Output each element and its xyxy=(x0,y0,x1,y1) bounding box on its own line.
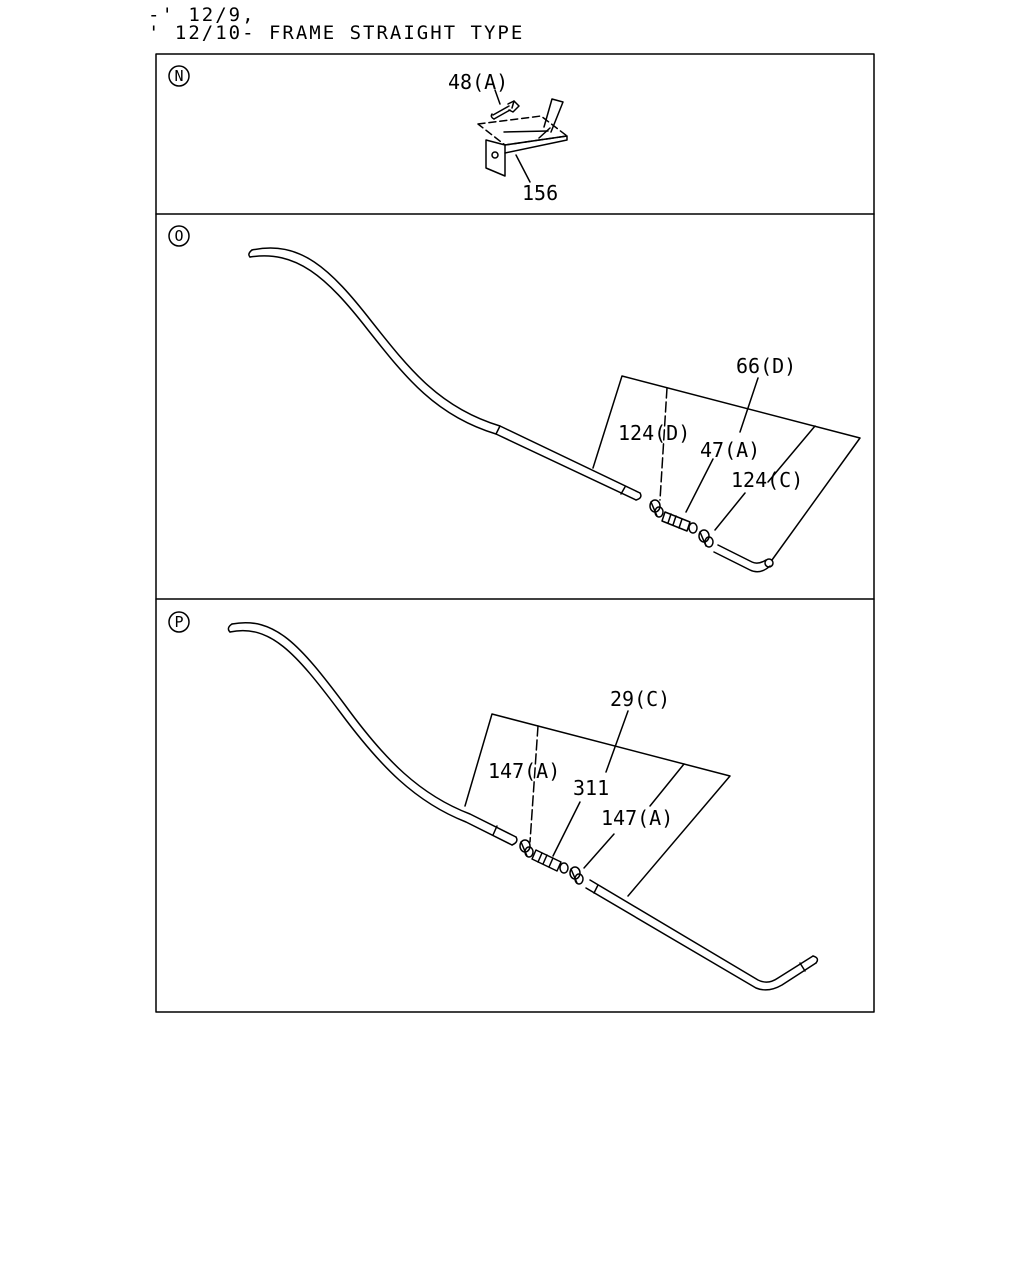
label-29-c: 29(C) xyxy=(610,687,670,711)
lower-pipe xyxy=(585,879,819,991)
panel-o-marker-letter: O xyxy=(174,227,183,245)
panel-p-marker: P xyxy=(168,611,190,633)
callout-outline-o xyxy=(592,375,861,561)
short-pipe xyxy=(713,544,774,573)
diagram-frame xyxy=(155,53,875,1013)
label-156: 156 xyxy=(522,181,558,205)
label-124-d: 124(D) xyxy=(618,421,690,445)
panel-n: N 48(A) 156 xyxy=(168,65,568,205)
label-311: 311 xyxy=(573,776,609,800)
panel-n-marker: N xyxy=(168,65,190,87)
panel-o-marker: O xyxy=(168,225,190,247)
header-date-range-line: -' 12/9, xyxy=(148,4,256,26)
fitting-147-a-left xyxy=(519,839,534,858)
panel-p: P 29(C) 147(A) 311 147(A) xyxy=(168,611,819,991)
label-147-a-left: 147(A) xyxy=(488,759,560,783)
bolt-part xyxy=(490,89,520,120)
panel-n-marker-letter: N xyxy=(174,67,183,85)
fitting-147-a-right xyxy=(569,866,584,885)
label-66-d: 66(D) xyxy=(736,354,796,378)
bracket-part xyxy=(477,98,568,183)
label-147-a-right: 147(A) xyxy=(601,806,673,830)
label-48-a: 48(A) xyxy=(448,70,508,94)
label-124-c: 124(C) xyxy=(731,468,803,492)
fitting-124-c xyxy=(698,529,714,548)
callout-outline-p xyxy=(464,710,731,897)
long-pipe xyxy=(248,247,642,501)
panel-p-marker-letter: P xyxy=(174,613,183,631)
long-pipe-p xyxy=(227,622,518,846)
fitting-47-a xyxy=(661,511,698,534)
fitting-311 xyxy=(531,849,569,874)
panel-o: O 66(D) 124(D) 47(A) 124(C) xyxy=(168,225,861,573)
fitting-124-d xyxy=(649,499,664,518)
header-frame-type-line: ' 12/10- FRAME STRAIGHT TYPE xyxy=(148,22,525,44)
label-47-a: 47(A) xyxy=(700,438,760,462)
